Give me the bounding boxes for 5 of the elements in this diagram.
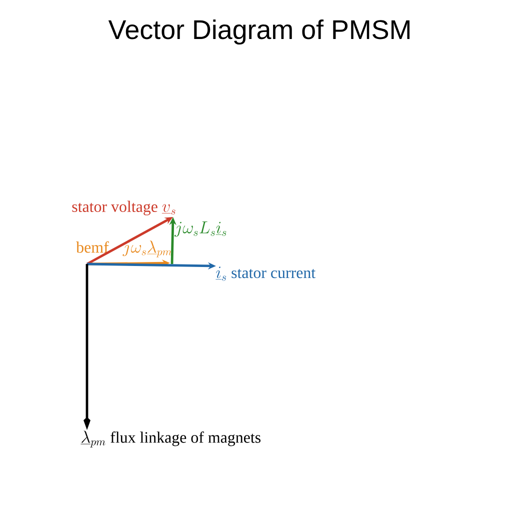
vector-label: $\underline{\lambda}_{pm}$ flux linkage of magnets — [80, 430, 260, 448]
vector-label: stator voltage $\underline{v}_s$ — [72, 200, 176, 216]
vector-formula: $j\omega_s L_s\underline{i}_s$ — [174, 221, 226, 237]
title: Vector Diagram of PMSM — [108, 19, 410, 45]
vector-label: $\underline{i}_s$ stator current — [216, 266, 316, 281]
